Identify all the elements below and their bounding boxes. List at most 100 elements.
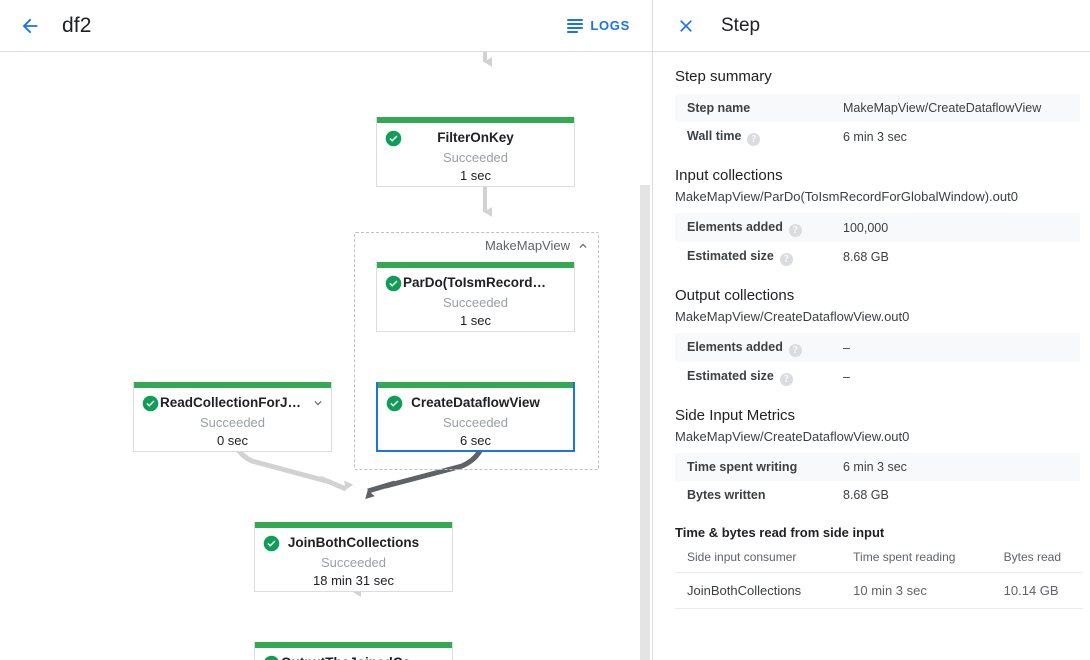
step-panel-header: Step [653, 0, 1090, 52]
row-key-label: Bytes written [687, 488, 766, 502]
check-circle-icon [386, 395, 403, 412]
side-input-metrics-table: Time spent writing 6 min 3 sec Bytes wri… [675, 453, 1080, 509]
row-key: Estimated size? [675, 362, 843, 391]
side-input-read-table: Side input consumer Time spent reading B… [675, 542, 1083, 609]
row-value: 8.68 GB [843, 488, 889, 502]
node-body: CreateDataflowView Succeeded 6 sec [378, 388, 573, 450]
row-key: Bytes written [675, 481, 843, 509]
side-input-collection-name: MakeMapView/CreateDataflowView.out0 [675, 429, 910, 444]
step-summary-heading: Step summary [675, 68, 772, 85]
table-header-row: Side input consumer Time spent reading B… [675, 542, 1083, 573]
table-row: Time spent writing 6 min 3 sec [675, 453, 1080, 481]
node-status: Succeeded [320, 555, 387, 570]
node-status: Succeeded [442, 150, 509, 165]
table-row: Estimated size? 8.68 GB [675, 242, 1080, 271]
row-key: Elements added? [675, 333, 843, 362]
node-title: OutputTheJoinedCollec… [263, 654, 444, 660]
logs-button[interactable]: LOGS [559, 11, 638, 40]
node-title: FilterOnKey [437, 130, 514, 145]
close-panel-button[interactable] [667, 7, 705, 45]
row-key: Wall time? [675, 122, 843, 151]
column-header-bytes-read: Bytes read [991, 542, 1083, 573]
help-icon[interactable]: ? [747, 133, 761, 146]
graph-canvas[interactable]: MakeMapView FilterOnKey Succeeded 1 se [0, 52, 652, 660]
table-row[interactable]: JoinBothCollections 10 min 3 sec 10.14 G… [675, 572, 1083, 609]
table-row: Estimated size? – [675, 362, 1080, 391]
node-status: Succeeded [199, 415, 266, 430]
graph-scrollbar-thumb[interactable] [640, 185, 650, 660]
row-key-label: Step name [687, 101, 751, 115]
column-header-side-input-consumer: Side input consumer [675, 542, 842, 573]
help-icon[interactable]: ? [788, 344, 802, 357]
graph-node-read-collection-for-join[interactable]: ReadCollectionForJoin Succeeded 0 sec [133, 382, 332, 452]
node-body: ParDo(ToIsmRecordFor… Succeeded 1 sec [377, 268, 574, 331]
graph-node-pardo-to-ism-record[interactable]: ParDo(ToIsmRecordFor… Succeeded 1 sec [376, 262, 575, 332]
row-value: 8.68 GB [843, 249, 889, 264]
graph-node-create-dataflow-view[interactable]: CreateDataflowView Succeeded 6 sec [376, 382, 575, 452]
node-status-bar [134, 382, 331, 388]
table-row: Wall time? 6 min 3 sec [675, 122, 1080, 151]
side-input-read-heading: Time & bytes read from side input [675, 525, 885, 540]
node-title: ParDo(ToIsmRecordFor… [403, 275, 566, 290]
help-icon[interactable]: ? [779, 373, 793, 386]
step-summary-table: Step name MakeMapView/CreateDataflowView… [675, 94, 1080, 151]
node-body: JoinBothCollections Succeeded 18 min 31 … [255, 528, 452, 591]
row-key-label: Elements added [687, 340, 783, 354]
node-title: JoinBothCollections [287, 535, 420, 550]
graph-vertical-scrollbar[interactable] [639, 52, 651, 660]
node-time: 6 sec [459, 433, 492, 448]
input-collections-heading: Input collections [675, 167, 783, 184]
cell-time-spent-reading: 10 min 3 sec [841, 572, 992, 609]
row-value: MakeMapView/CreateDataflowView [843, 101, 1042, 115]
check-circle-icon [264, 655, 279, 660]
node-time: 18 min 31 sec [313, 573, 394, 588]
back-button[interactable] [10, 6, 50, 46]
group-label-make-map-view[interactable]: MakeMapView [485, 238, 590, 253]
node-time: 1 sec [459, 313, 492, 328]
row-key: Step name [675, 94, 843, 122]
node-title: ReadCollectionForJoin [160, 395, 308, 410]
node-status-bar [255, 642, 452, 648]
help-icon[interactable]: ? [788, 224, 802, 237]
graph-node-output-the-joined-collection[interactable]: OutputTheJoinedCollec… Succeeded 18 sec [254, 642, 453, 660]
chevron-down-icon[interactable] [311, 396, 325, 410]
row-key-label: Estimated size [687, 369, 774, 383]
group-make-map-view[interactable]: MakeMapView [354, 232, 599, 470]
cell-side-input-consumer: JoinBothCollections [675, 572, 842, 609]
step-panel-body: Step summary Step name MakeMapView/Creat… [653, 52, 1090, 609]
graph-node-join-both-collections[interactable]: JoinBothCollections Succeeded 18 min 31 … [254, 522, 453, 592]
top-app-bar: df2 LOGS [0, 0, 652, 52]
node-status-bar [377, 117, 574, 123]
output-collection-name: MakeMapView/CreateDataflowView.out0 [675, 309, 910, 324]
row-value: – [843, 369, 850, 384]
job-title: df2 [62, 13, 92, 37]
check-circle-icon [385, 275, 402, 292]
node-time: 0 sec [216, 433, 249, 448]
table-row: Elements added? 100,000 [675, 213, 1080, 242]
chevron-up-icon[interactable] [576, 239, 590, 253]
node-body: OutputTheJoinedCollec… Succeeded 18 sec [255, 648, 452, 660]
check-circle-icon [263, 535, 280, 552]
table-row: Bytes written 8.68 GB [675, 481, 1080, 509]
help-icon[interactable]: ? [779, 253, 793, 266]
row-value: 6 min 3 sec [843, 129, 907, 144]
panel-title: Step [721, 14, 761, 36]
table-row: Elements added? – [675, 333, 1080, 362]
row-key: Estimated size? [675, 242, 843, 271]
table-row: Step name MakeMapView/CreateDataflowView [675, 94, 1080, 122]
output-collections-heading: Output collections [675, 287, 795, 304]
arrow-back-icon [22, 18, 38, 33]
logs-button-label: LOGS [590, 18, 630, 33]
graph-node-filter-on-key[interactable]: FilterOnKey Succeeded 1 sec [376, 117, 575, 187]
input-collection-name: MakeMapView/ParDo(ToIsmRecordForGlobalWi… [675, 189, 1018, 204]
node-status-bar [377, 262, 574, 268]
check-circle-icon [385, 130, 402, 147]
row-key: Time spent writing [675, 453, 843, 481]
step-details-panel: Step Step summary Step name MakeMapView/… [653, 0, 1090, 660]
row-key-label: Wall time [687, 129, 742, 143]
node-status: Succeeded [442, 295, 509, 310]
input-collections-table: Elements added? 100,000 Estimated size? … [675, 213, 1080, 271]
column-header-time-spent-reading: Time spent reading [841, 542, 992, 573]
row-value: 6 min 3 sec [843, 460, 907, 474]
node-body: FilterOnKey Succeeded 1 sec [377, 123, 574, 186]
